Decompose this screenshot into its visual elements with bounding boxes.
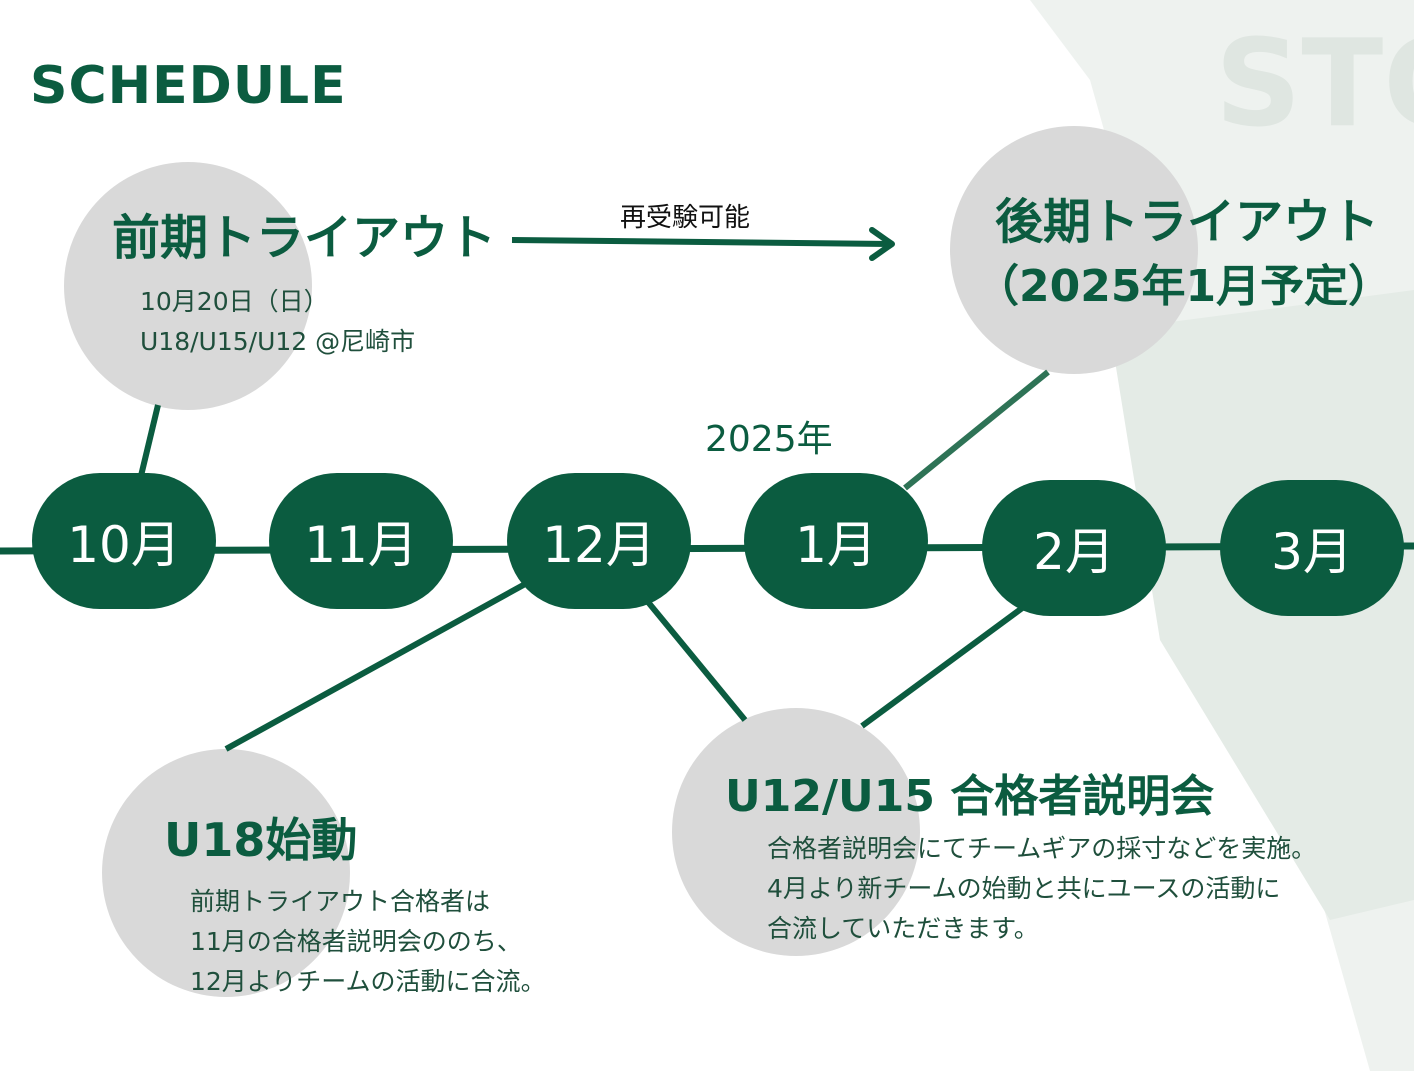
connector-first-tryout bbox=[137, 404, 161, 481]
month-pill-february: 2月 bbox=[982, 480, 1166, 616]
briefing-line-2: 4月より新チームの始動と共にユースの活動に bbox=[767, 874, 1281, 903]
arrow-shaft bbox=[511, 237, 891, 247]
u18-start-line-2: 11月の合格者説明会ののち、 bbox=[190, 927, 522, 956]
second-tryout-subtitle: （2025年1月予定） bbox=[975, 261, 1393, 312]
u18-start-title: U18始動 bbox=[164, 813, 358, 867]
second-tryout-title: 後期トライアウト bbox=[995, 194, 1380, 250]
briefing-title: U12/U15 合格者説明会 bbox=[725, 771, 1215, 822]
background-logo-text: STO bbox=[1215, 15, 1414, 154]
connector-briefing-right bbox=[860, 603, 1027, 729]
arrow-label: 再受験可能 bbox=[620, 203, 751, 233]
month-pill-december: 12月 bbox=[507, 473, 691, 609]
connector-u18-start bbox=[224, 580, 529, 752]
first-tryout-circle bbox=[64, 162, 312, 410]
page-title: SCHEDULE bbox=[30, 56, 347, 116]
briefing-line-3: 合流していただきます。 bbox=[767, 914, 1039, 943]
arrow-head bbox=[869, 227, 895, 261]
timeline-axis bbox=[0, 542, 1414, 555]
month-pill-november: 11月 bbox=[269, 473, 453, 609]
u18-start-line-1: 前期トライアウト合格者は bbox=[190, 887, 491, 916]
second-tryout-circle bbox=[950, 126, 1198, 374]
u18-start-line-3: 12月よりチームの活動に合流。 bbox=[190, 967, 546, 996]
year-label: 2025年 bbox=[705, 419, 833, 460]
month-pill-january: 1月 bbox=[744, 473, 928, 609]
month-pill-october: 10月 bbox=[32, 473, 216, 609]
connector-briefing-left bbox=[645, 600, 748, 722]
briefing-line-1: 合格者説明会にてチームギアの採寸などを実施。 bbox=[767, 834, 1317, 863]
month-pill-march: 3月 bbox=[1220, 480, 1404, 616]
first-tryout-location: U18/U15/U12 @尼崎市 bbox=[140, 327, 416, 356]
first-tryout-date: 10月20日（日） bbox=[140, 287, 329, 316]
briefing-circle bbox=[672, 708, 920, 956]
first-tryout-title: 前期トライアウト bbox=[112, 210, 497, 266]
u18-start-circle bbox=[102, 749, 350, 997]
connector-second-tryout bbox=[903, 369, 1050, 491]
